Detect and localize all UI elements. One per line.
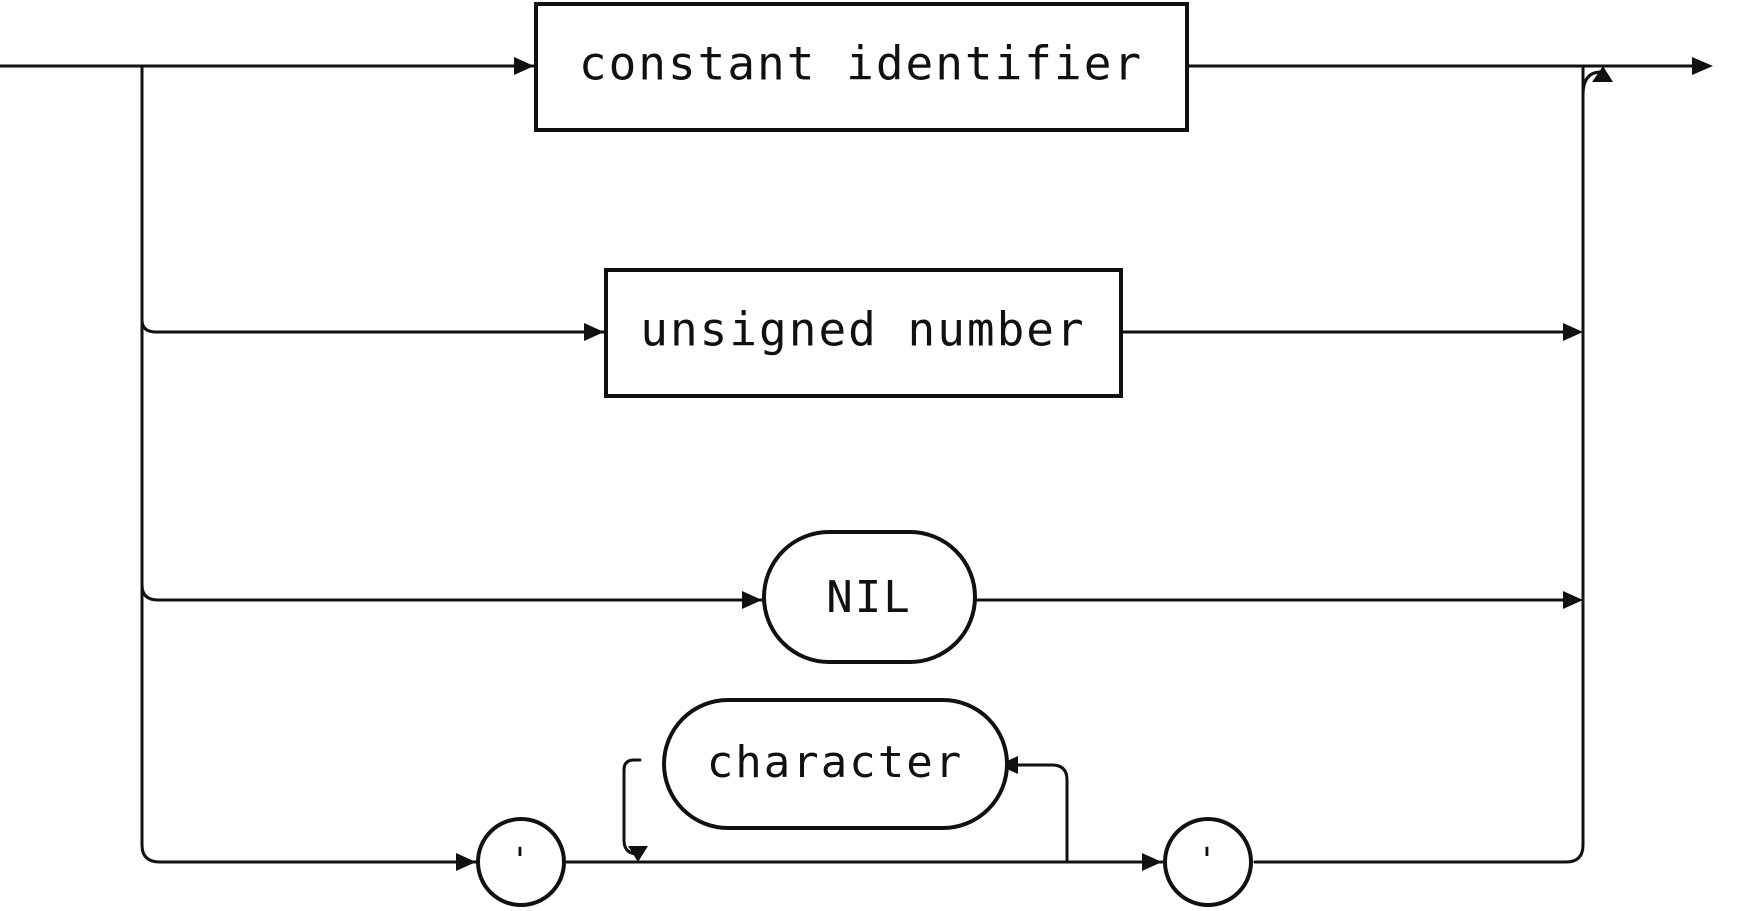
open-quote-label: ' — [510, 841, 532, 881]
character-loop-right — [1000, 763, 1069, 864]
branch-unsigned-in — [140, 318, 606, 334]
nil-terminal — [762, 530, 977, 664]
unsigned-number-box — [604, 268, 1123, 398]
arrow-nil-to-rail — [1563, 591, 1583, 609]
character-label: character — [707, 737, 963, 788]
arrow-character-loop-down — [628, 846, 648, 862]
character-loop-left — [622, 758, 642, 856]
branch-quote-out — [1253, 843, 1585, 864]
close-quote-terminal — [1163, 817, 1253, 907]
arrow-to-close-quote — [1142, 853, 1162, 871]
character-terminal — [662, 698, 1009, 830]
branch-nil-in — [140, 583, 764, 602]
arrow-to-unsigned-number — [584, 323, 604, 341]
arrow-to-nil — [742, 591, 762, 609]
unsigned-number-label: unsigned number — [640, 303, 1085, 357]
nil-label: NIL — [826, 572, 911, 623]
arrow-unsigned-to-rail — [1563, 323, 1583, 341]
constant-identifier-label: constant identifier — [579, 37, 1143, 91]
close-quote-label: ' — [1197, 841, 1219, 881]
open-quote-terminal — [476, 817, 566, 907]
arrow-rail-top — [1592, 66, 1613, 82]
constant-identifier-box — [534, 2, 1189, 132]
branch-quote-in — [140, 843, 478, 864]
right-rail-top-curve — [1581, 70, 1603, 97]
arrow-to-constant — [514, 57, 534, 75]
arrow-to-open-quote — [456, 853, 476, 871]
arrow-main-exit — [1692, 57, 1713, 75]
